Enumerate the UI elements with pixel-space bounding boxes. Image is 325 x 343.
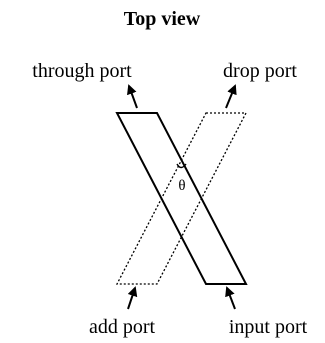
angle-arc [176, 163, 187, 169]
through-port-arrow [127, 84, 138, 109]
drop-port-arrow [225, 84, 237, 109]
input-port-arrow [225, 286, 236, 310]
add-port-label: add port [89, 316, 156, 338]
drop-port-label: drop port [223, 60, 297, 82]
through-port-label: through port [32, 60, 132, 82]
add-port-arrow [127, 286, 138, 310]
dashed-waveguide [115, 112, 248, 285]
solid-waveguide [115, 112, 248, 285]
theta-label: θ [178, 178, 185, 194]
input-port-label: input port [229, 316, 308, 338]
diagram-title: Top view [124, 8, 201, 30]
